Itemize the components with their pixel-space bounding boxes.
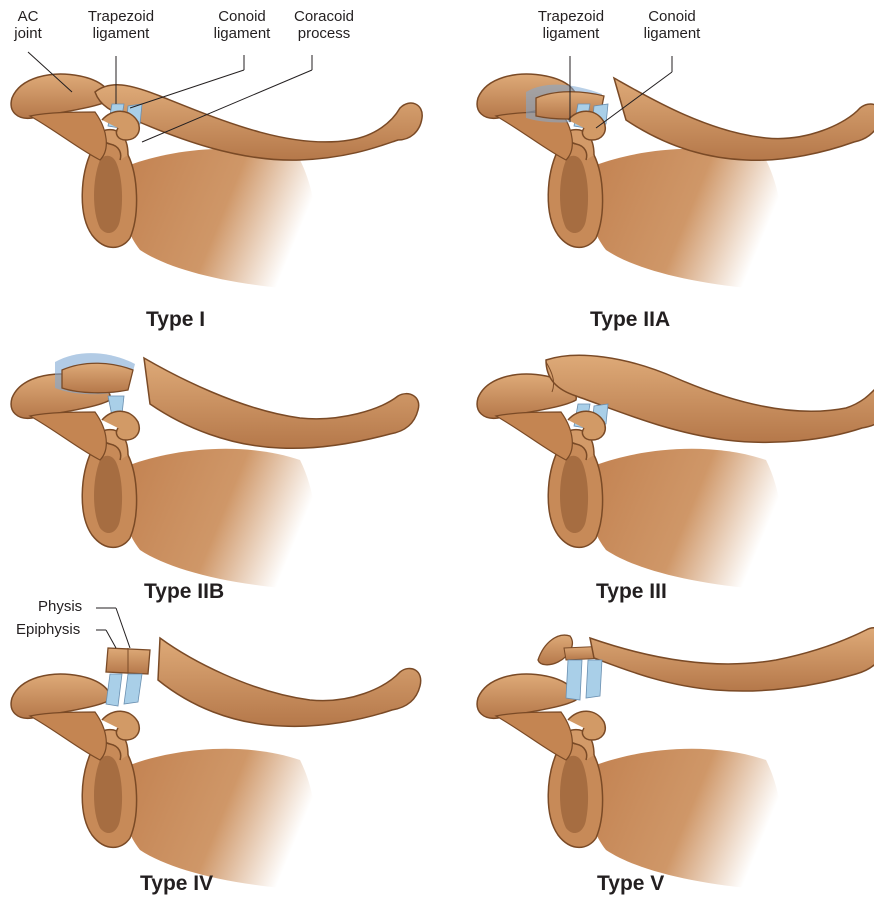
title-type-4: Type IV [140,872,213,896]
label-trapezoid-1: Trapezoid ligament [76,8,166,42]
label-ac-joint: AC joint [8,8,48,42]
title-type-3: Type III [596,580,667,604]
label-conoid-1-line1: Conoid [202,8,282,25]
panel-type-3 [477,355,874,590]
title-type-5: Type V [597,872,664,896]
label-coracoid-line1: Coracoid [284,8,364,25]
label-trapezoid-1-line1: Trapezoid [76,8,166,25]
title-type-2a: Type IIA [590,308,670,332]
panel-type-2b [11,353,419,590]
label-coracoid-line2: process [284,25,364,42]
label-conoid-2-line1: Conoid [632,8,712,25]
label-ac-joint-line1: AC [8,8,48,25]
label-ac-joint-line2: joint [8,25,48,42]
label-trapezoid-2-line2: ligament [526,25,616,42]
title-type-2b: Type IIB [144,580,224,604]
label-trapezoid-2-line1: Trapezoid [526,8,616,25]
panel-type-5 [477,628,874,890]
label-trapezoid-1-line2: ligament [76,25,166,42]
panel-type-2a [477,56,874,290]
label-trapezoid-2: Trapezoid ligament [526,8,616,42]
label-epiphysis: Epiphysis [16,621,80,638]
label-conoid-2-line2: ligament [632,25,712,42]
label-conoid-2: Conoid ligament [632,8,712,42]
title-type-1: Type I [146,308,205,332]
label-conoid-1: Conoid ligament [202,8,282,42]
label-physis: Physis [38,598,82,615]
panel-type-4 [11,608,421,890]
label-conoid-1-line2: ligament [202,25,282,42]
panel-type-1 [11,52,422,290]
label-coracoid: Coracoid process [284,8,364,42]
